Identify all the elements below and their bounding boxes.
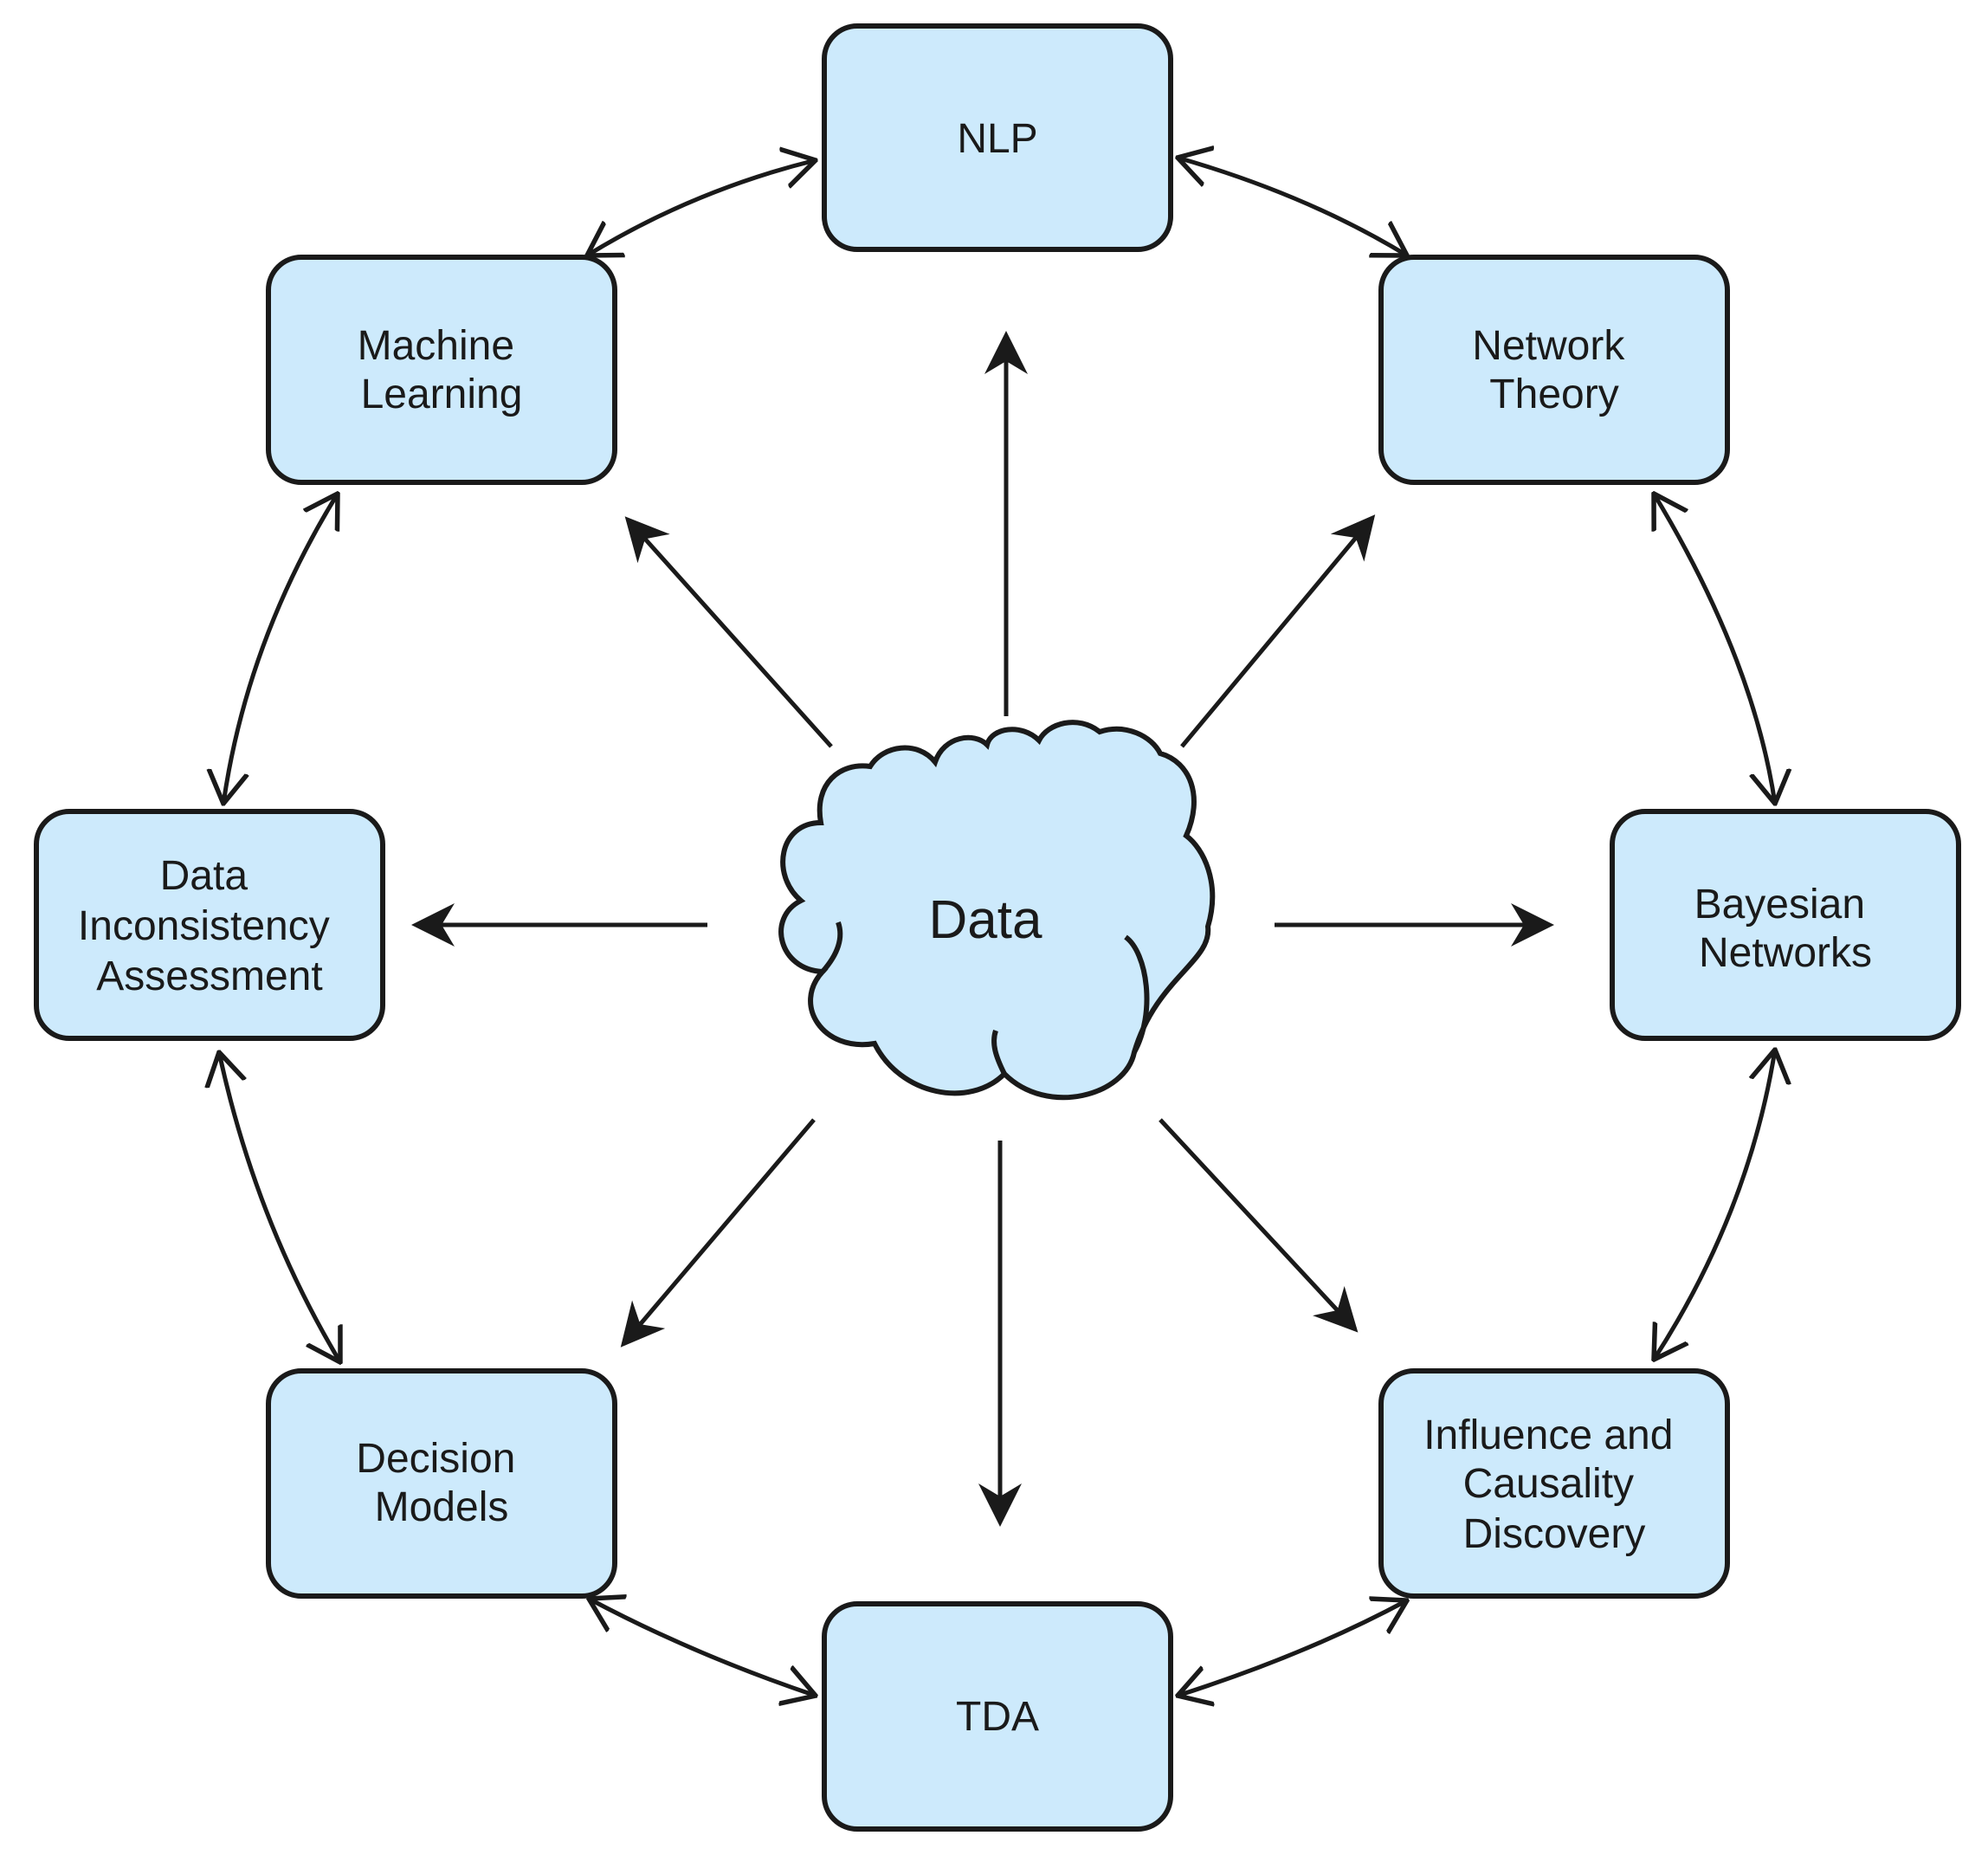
link-machine-learning-nlp (587, 160, 816, 255)
node-decision-models-label: Decision Models (356, 1436, 526, 1530)
node-data-inconsistency-box (34, 809, 385, 1041)
node-decision-models-box (266, 1368, 617, 1599)
link-nlp-network-theory (1178, 158, 1407, 255)
link-bayesian-influence (1654, 1050, 1775, 1360)
node-machine-learning-label: Machine Learning (358, 323, 526, 417)
link-influence-tda (1178, 1600, 1407, 1696)
spoke-to-influence-causality (1159, 1118, 1359, 1333)
center-label: Data (929, 890, 1042, 950)
link-tda-decision (589, 1599, 816, 1696)
cloud-icon (778, 720, 1216, 1101)
node-nlp-label: NLP (957, 116, 1037, 162)
center-cloud: Data (778, 720, 1216, 1101)
link-decision-data-inconsistency (219, 1052, 340, 1362)
node-machine-learning: Machine Learning (266, 255, 617, 485)
node-tda: TDA (822, 1601, 1173, 1832)
node-data-inconsistency-label: Data Inconsistency Assessment (78, 853, 341, 999)
link-network-theory-bayesian (1654, 494, 1775, 804)
node-bayesian-networks: Bayesian Networks (1610, 809, 1961, 1041)
node-bayesian-networks-label: Bayesian Networks (1694, 882, 1877, 976)
node-nlp-box (822, 23, 1173, 252)
node-influence-causality-box (1378, 1368, 1730, 1599)
node-bayesian-networks-box (1610, 809, 1961, 1041)
ring-connections (219, 158, 1775, 1696)
node-machine-learning-box (266, 255, 617, 485)
node-tda-label: TDA (956, 1694, 1039, 1740)
spoke-to-decision-models (620, 1118, 816, 1348)
link-data-inconsistency-machine-learning (223, 494, 338, 804)
node-nlp: NLP (822, 23, 1173, 252)
cloud-inner-curve-right (1124, 934, 1150, 1054)
node-network-theory: Network Theory (1378, 255, 1730, 485)
node-influence-causality: Influence and Causality Discovery (1378, 1368, 1730, 1599)
node-network-theory-box (1378, 255, 1730, 485)
cloud-inner-curve-bottom (991, 1030, 1007, 1076)
node-network-theory-label: Network Theory (1472, 323, 1636, 417)
spoke-to-machine-learning (624, 516, 833, 748)
node-decision-models: Decision Models (266, 1368, 617, 1599)
cloud-inner-curve-left (820, 921, 843, 973)
spoke-to-network-theory (1180, 514, 1376, 748)
node-tda-box (822, 1601, 1173, 1832)
node-data-inconsistency: Data Inconsistency Assessment (34, 809, 385, 1041)
node-influence-causality-label: Influence and Causality Discovery (1423, 1412, 1685, 1557)
spokes (411, 331, 1554, 1527)
